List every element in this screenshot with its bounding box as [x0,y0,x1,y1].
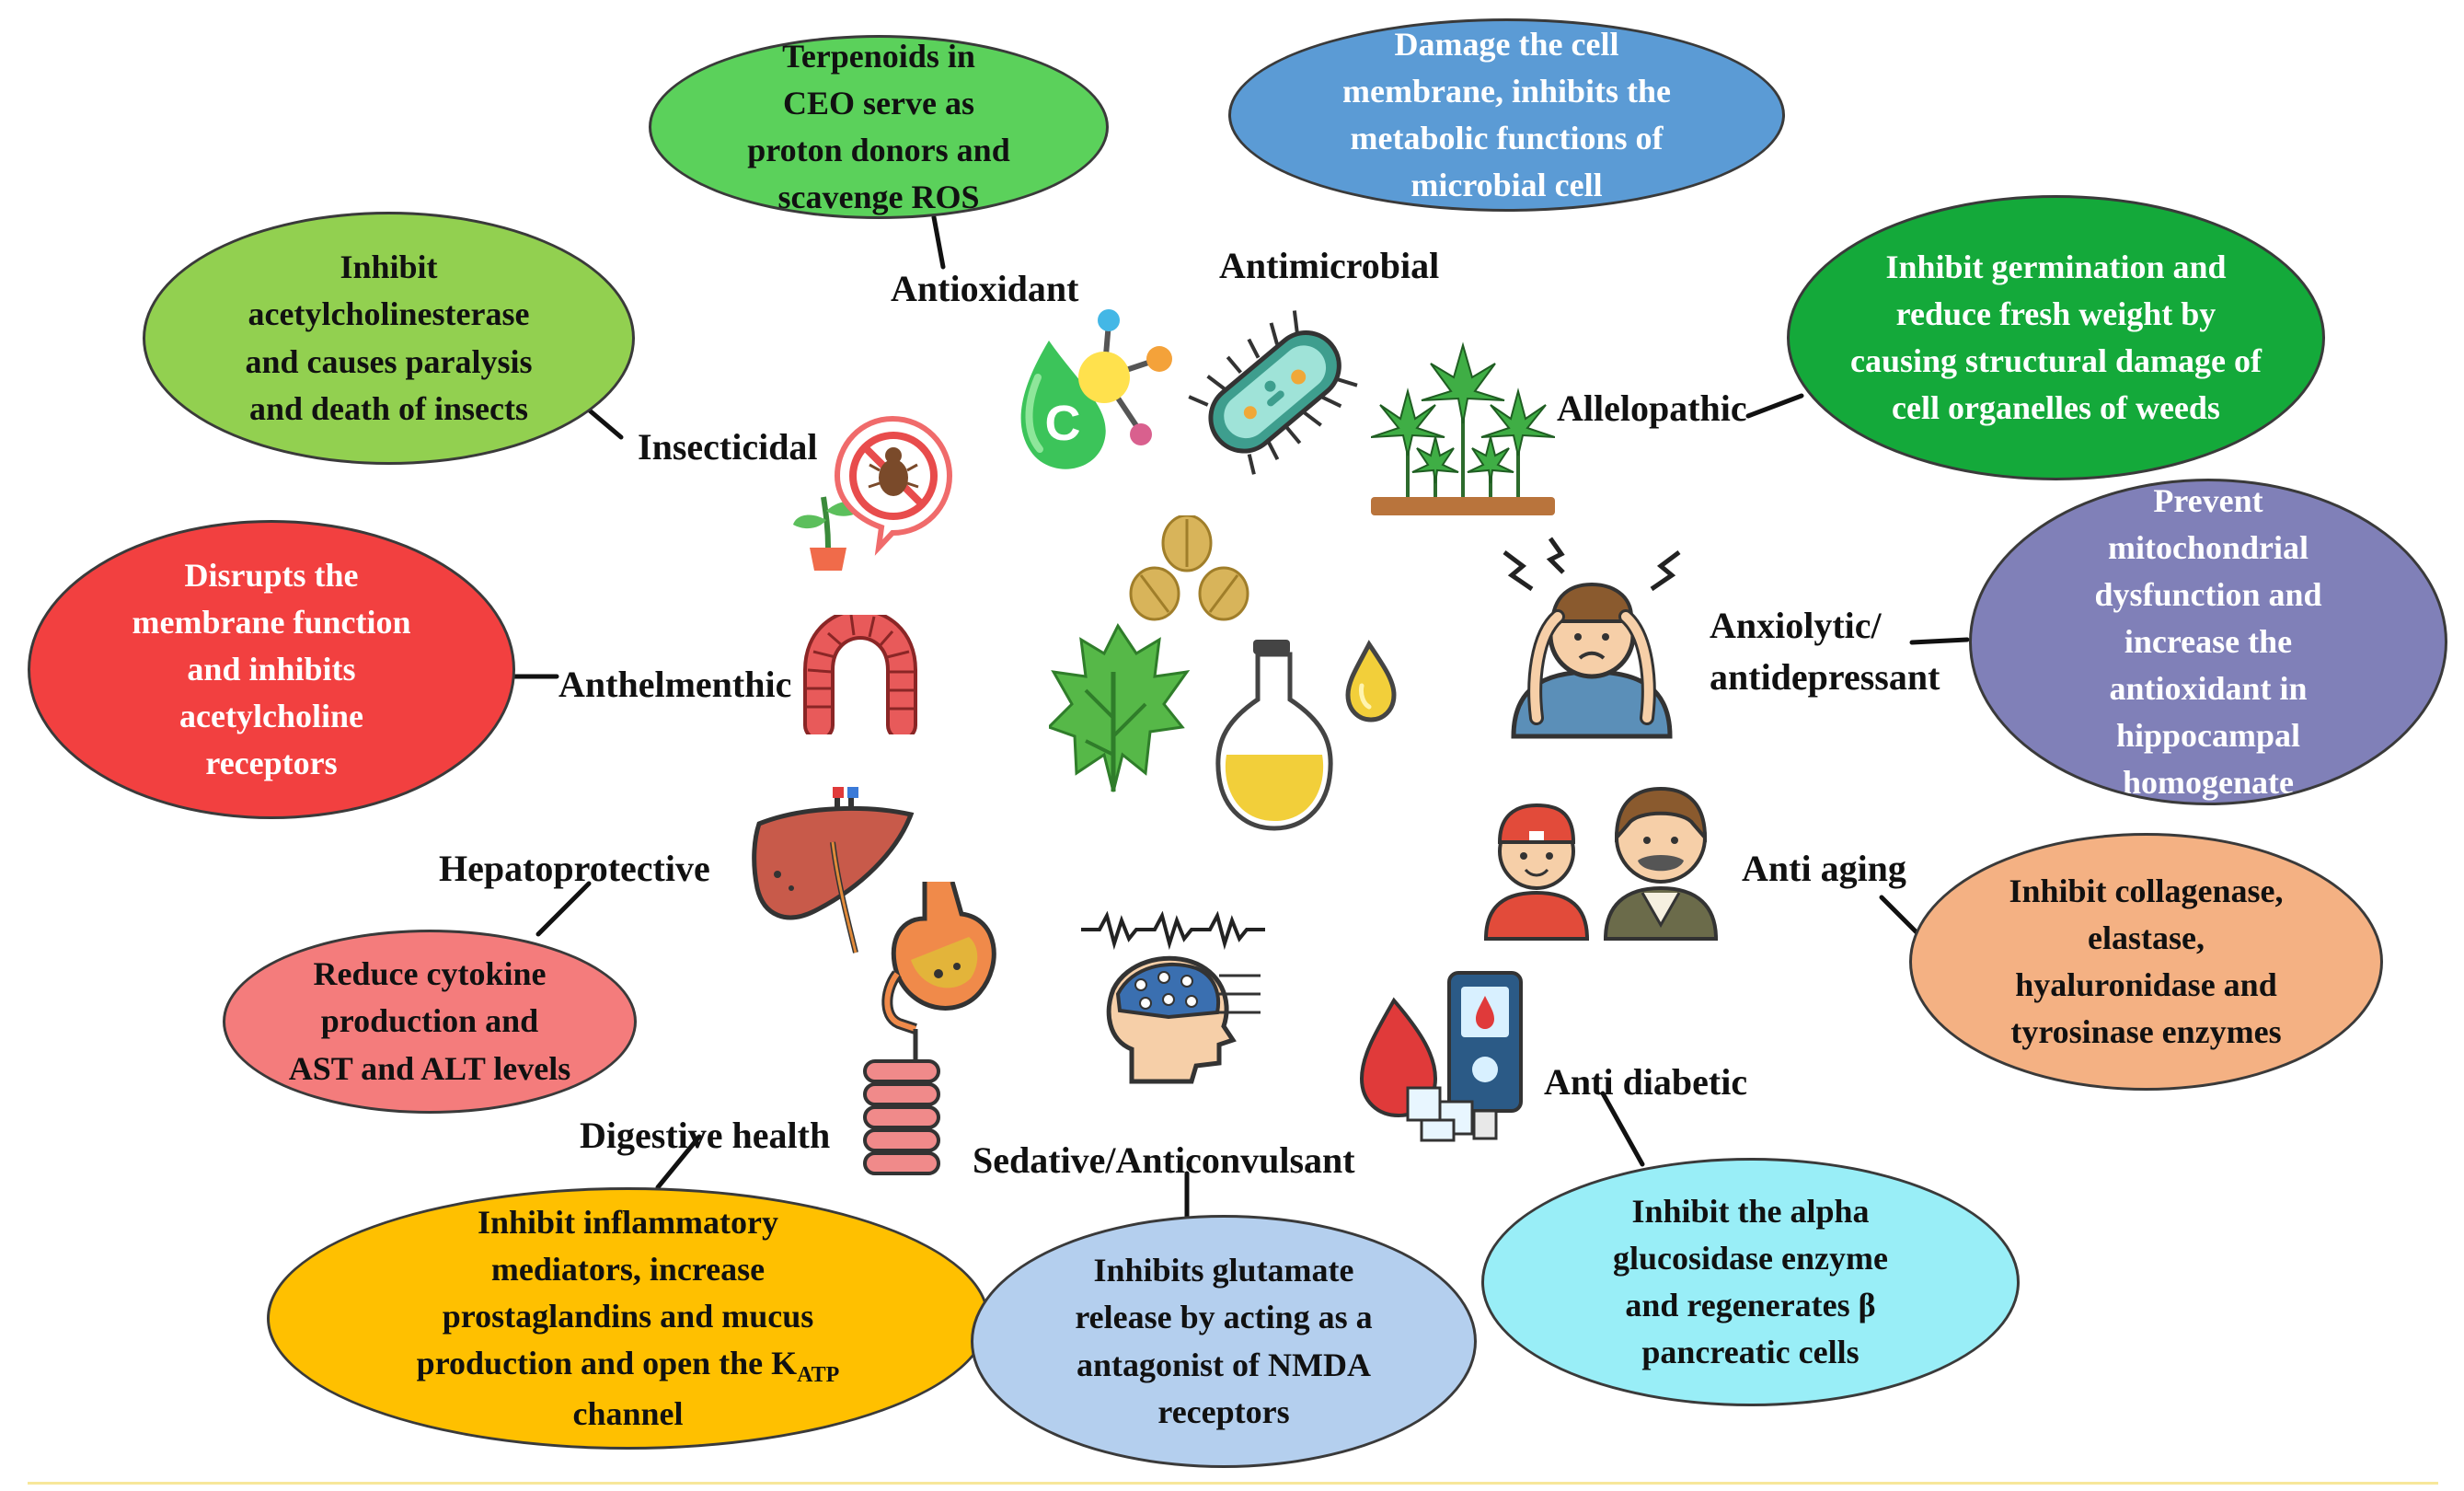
digestive-system-icon [863,882,996,1175]
mechanism-digestive-subscript: ATP [797,1363,840,1388]
mechanism-anthelmenthic: Disrupts the membrane function and inhib… [132,556,411,782]
ellipse-anthelmenthic: Disrupts the membrane function and inhib… [28,520,515,819]
label-hepatoprotective: Hepatoprotective [439,848,710,889]
worm-icon [803,615,917,734]
mechanism-sedative: Inhibits glutamate release by acting as … [1075,1252,1373,1430]
label-insecticidal: Insecticidal [638,426,818,468]
bottom-rule [28,1482,2438,1485]
weeds-icon [1371,341,1555,515]
label-antimicrobial: Antimicrobial [1219,245,1440,286]
ellipse-antiaging: Inhibit collagenase, elastase, hyaluroni… [1909,833,2383,1091]
ellipse-sedative: Inhibits glutamate release by acting as … [971,1215,1477,1468]
ellipse-insecticidal: Inhibit acetylcholinesterase and causes … [143,212,635,465]
connector-allelopathic [1745,393,1804,419]
ellipse-antimicrobial: Damage the cell membrane, inhibits the m… [1228,18,1785,212]
coriander-oil-icon [1049,515,1397,831]
connector-antidiabetic [1600,1091,1645,1167]
label-sedative: Sedative/Anticonvulsant [973,1139,1355,1181]
label-antiaging: Anti aging [1742,848,1906,889]
connector-digestive [655,1134,702,1190]
antioxidant-molecule-icon: C [1020,309,1172,469]
mechanism-insecticidal: Inhibit acetylcholinesterase and causes … [245,248,533,427]
mechanism-anxiolytic: Prevent mitochondrial dysfunction and in… [2094,481,2322,802]
connector-hepatoprotective [535,881,592,937]
mechanism-antioxidant: Terpenoids in CEO serve as proton donors… [747,37,1010,216]
ellipse-hepatoprotective: Reduce cytokine production and AST and A… [223,930,637,1114]
mechanism-hepatoprotective: Reduce cytokine production and AST and A… [288,955,571,1087]
label-anthelmenthic: Anthelmenthic [558,664,792,705]
label-antidiabetic: Anti diabetic [1544,1061,1748,1103]
mechanism-antiaging: Inhibit collagenase, elastase, hyaluroni… [2009,872,2284,1051]
connector-antiaging [1879,895,1921,937]
label-allelopathic: Allelopathic [1557,387,1747,429]
no-insect-icon [793,415,953,571]
stressed-person-icon [1503,537,1681,739]
glucose-meter-icon [1359,971,1523,1142]
ellipse-antidiabetic: Inhibit the alpha glucosidase enzyme and… [1481,1158,2020,1406]
ellipse-antioxidant: Terpenoids in CEO serve as proton donors… [649,35,1109,219]
young-old-people-icon [1483,786,1719,941]
label-digestive: Digestive health [580,1115,831,1156]
label-anxiolytic: Anxiolytic/ antidepressant [1710,605,1940,698]
mechanism-digestive: Inhibit inflammatory mediators, increase… [417,1199,840,1439]
mechanism-antidiabetic: Inhibit the alpha glucosidase enzyme and… [1613,1192,1888,1371]
connector-antioxidant [931,214,946,270]
ellipse-allelopathic: Inhibit germination and reduce fresh wei… [1787,195,2325,480]
brain-eeg-icon [1081,911,1265,1084]
mechanism-antimicrobial: Damage the cell membrane, inhibits the m… [1341,25,1671,204]
ellipse-anxiolytic: Prevent mitochondrial dysfunction and in… [1969,479,2447,805]
label-antioxidant: Antioxidant [891,268,1079,309]
liver-icon [752,787,915,954]
mechanism-digestive-main: Inhibit inflammatory mediators, increase… [416,1203,814,1381]
ellipse-digestive: Inhibit inflammatory mediators, increase… [267,1187,989,1450]
mechanism-digestive-tail: channel [572,1395,684,1433]
connector-anxiolytic [1909,637,1970,645]
mechanism-allelopathic: Inhibit germination and reduce fresh wei… [1850,248,2262,427]
svg-text:C: C [1045,396,1081,451]
bacteria-icon [1188,310,1358,475]
